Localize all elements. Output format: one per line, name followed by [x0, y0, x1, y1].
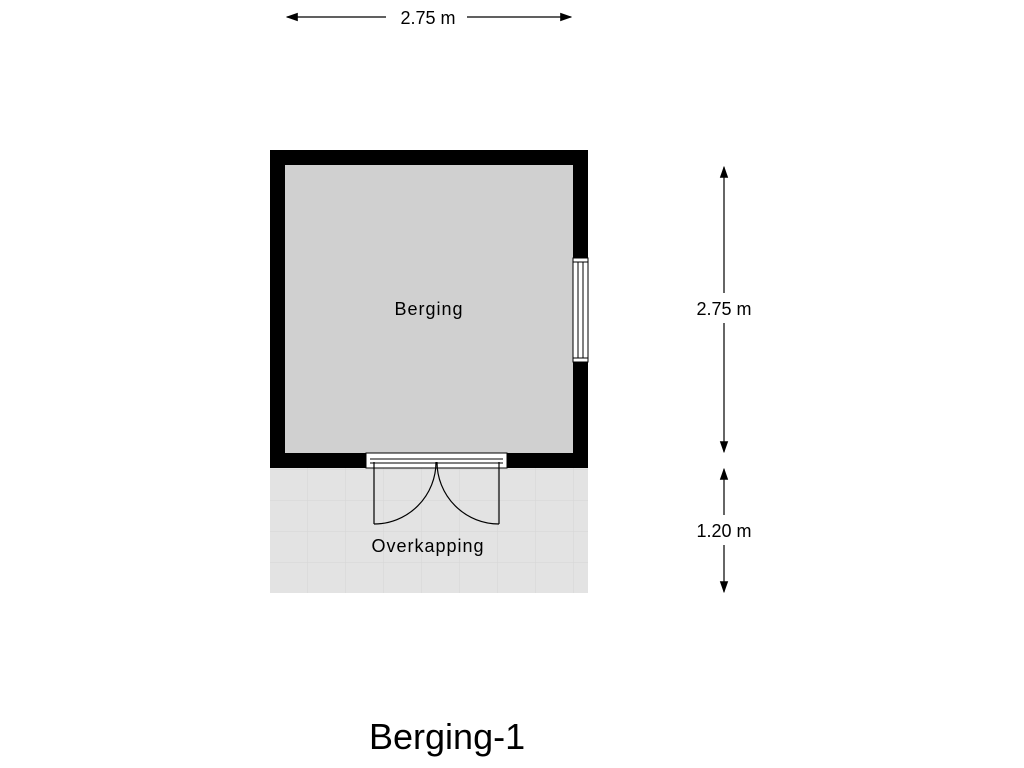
double-door: [365, 452, 508, 525]
walls: [270, 150, 588, 468]
wall-left: [270, 150, 285, 468]
storage-room-floor: [285, 165, 573, 453]
window-right: [572, 257, 589, 363]
dimension-top-width: 2.75 m: [285, 8, 573, 28]
canopy-area: [270, 468, 588, 593]
wall-right-upper: [573, 150, 588, 258]
room-label-storage: Berging: [394, 299, 463, 319]
dimension-label-canopy-depth: 1.20 m: [696, 521, 751, 541]
dimension-label-room-depth: 2.75 m: [696, 299, 751, 319]
wall-right-lower: [573, 362, 588, 468]
wall-top: [270, 150, 588, 165]
wall-bottom-right: [507, 453, 588, 468]
room-label-canopy: Overkapping: [371, 536, 484, 556]
dimension-label-top: 2.75 m: [400, 8, 455, 28]
wall-bottom-left: [270, 453, 366, 468]
dimension-room-depth: 2.75 m: [696, 165, 752, 454]
dimension-canopy-depth: 1.20 m: [696, 467, 752, 594]
plan-title: Berging-1: [369, 716, 526, 757]
